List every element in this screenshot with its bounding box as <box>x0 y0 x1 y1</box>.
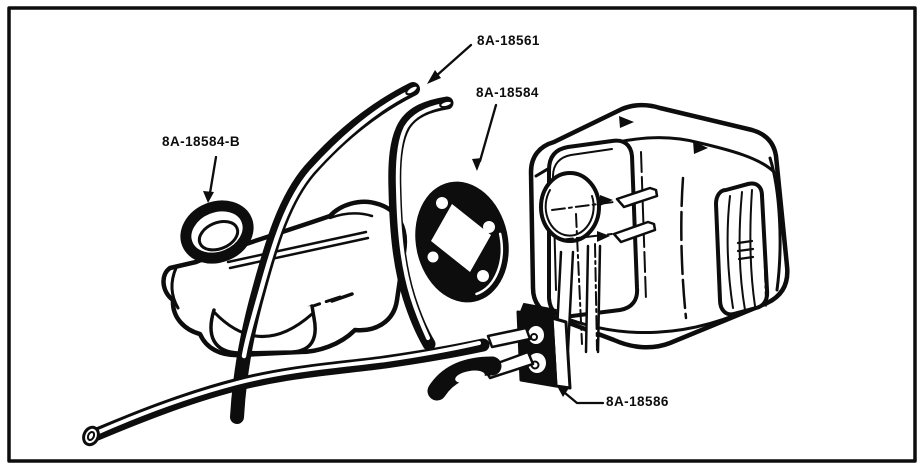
stud-bolt-illustration <box>597 186 659 244</box>
heater-hose-illustration <box>82 82 502 447</box>
blower-assembly-illustration <box>161 199 408 358</box>
heater-box-illustration <box>528 102 790 358</box>
leader-arrow-18584-b <box>203 155 218 203</box>
leader-arrow-18561 <box>427 43 473 84</box>
sleeve-illustration <box>180 200 254 264</box>
leader-arrow-18586 <box>557 386 605 405</box>
gasket-illustration <box>415 181 509 303</box>
mounting-plate-illustration <box>482 303 572 390</box>
airflow-arrow-icon <box>693 141 708 154</box>
part-number-label-18586: 8A-18586 <box>606 394 669 409</box>
part-number-label-18561: 8A-18561 <box>477 33 540 48</box>
leader-arrows <box>203 43 605 405</box>
frame-border <box>7 6 917 463</box>
part-number-label-18584-b: 8A-18584-B <box>162 134 241 149</box>
leader-arrow-18584 <box>472 103 498 171</box>
part-number-label-18584: 8A-18584 <box>476 85 539 100</box>
airflow-arrow-icon <box>619 116 634 128</box>
